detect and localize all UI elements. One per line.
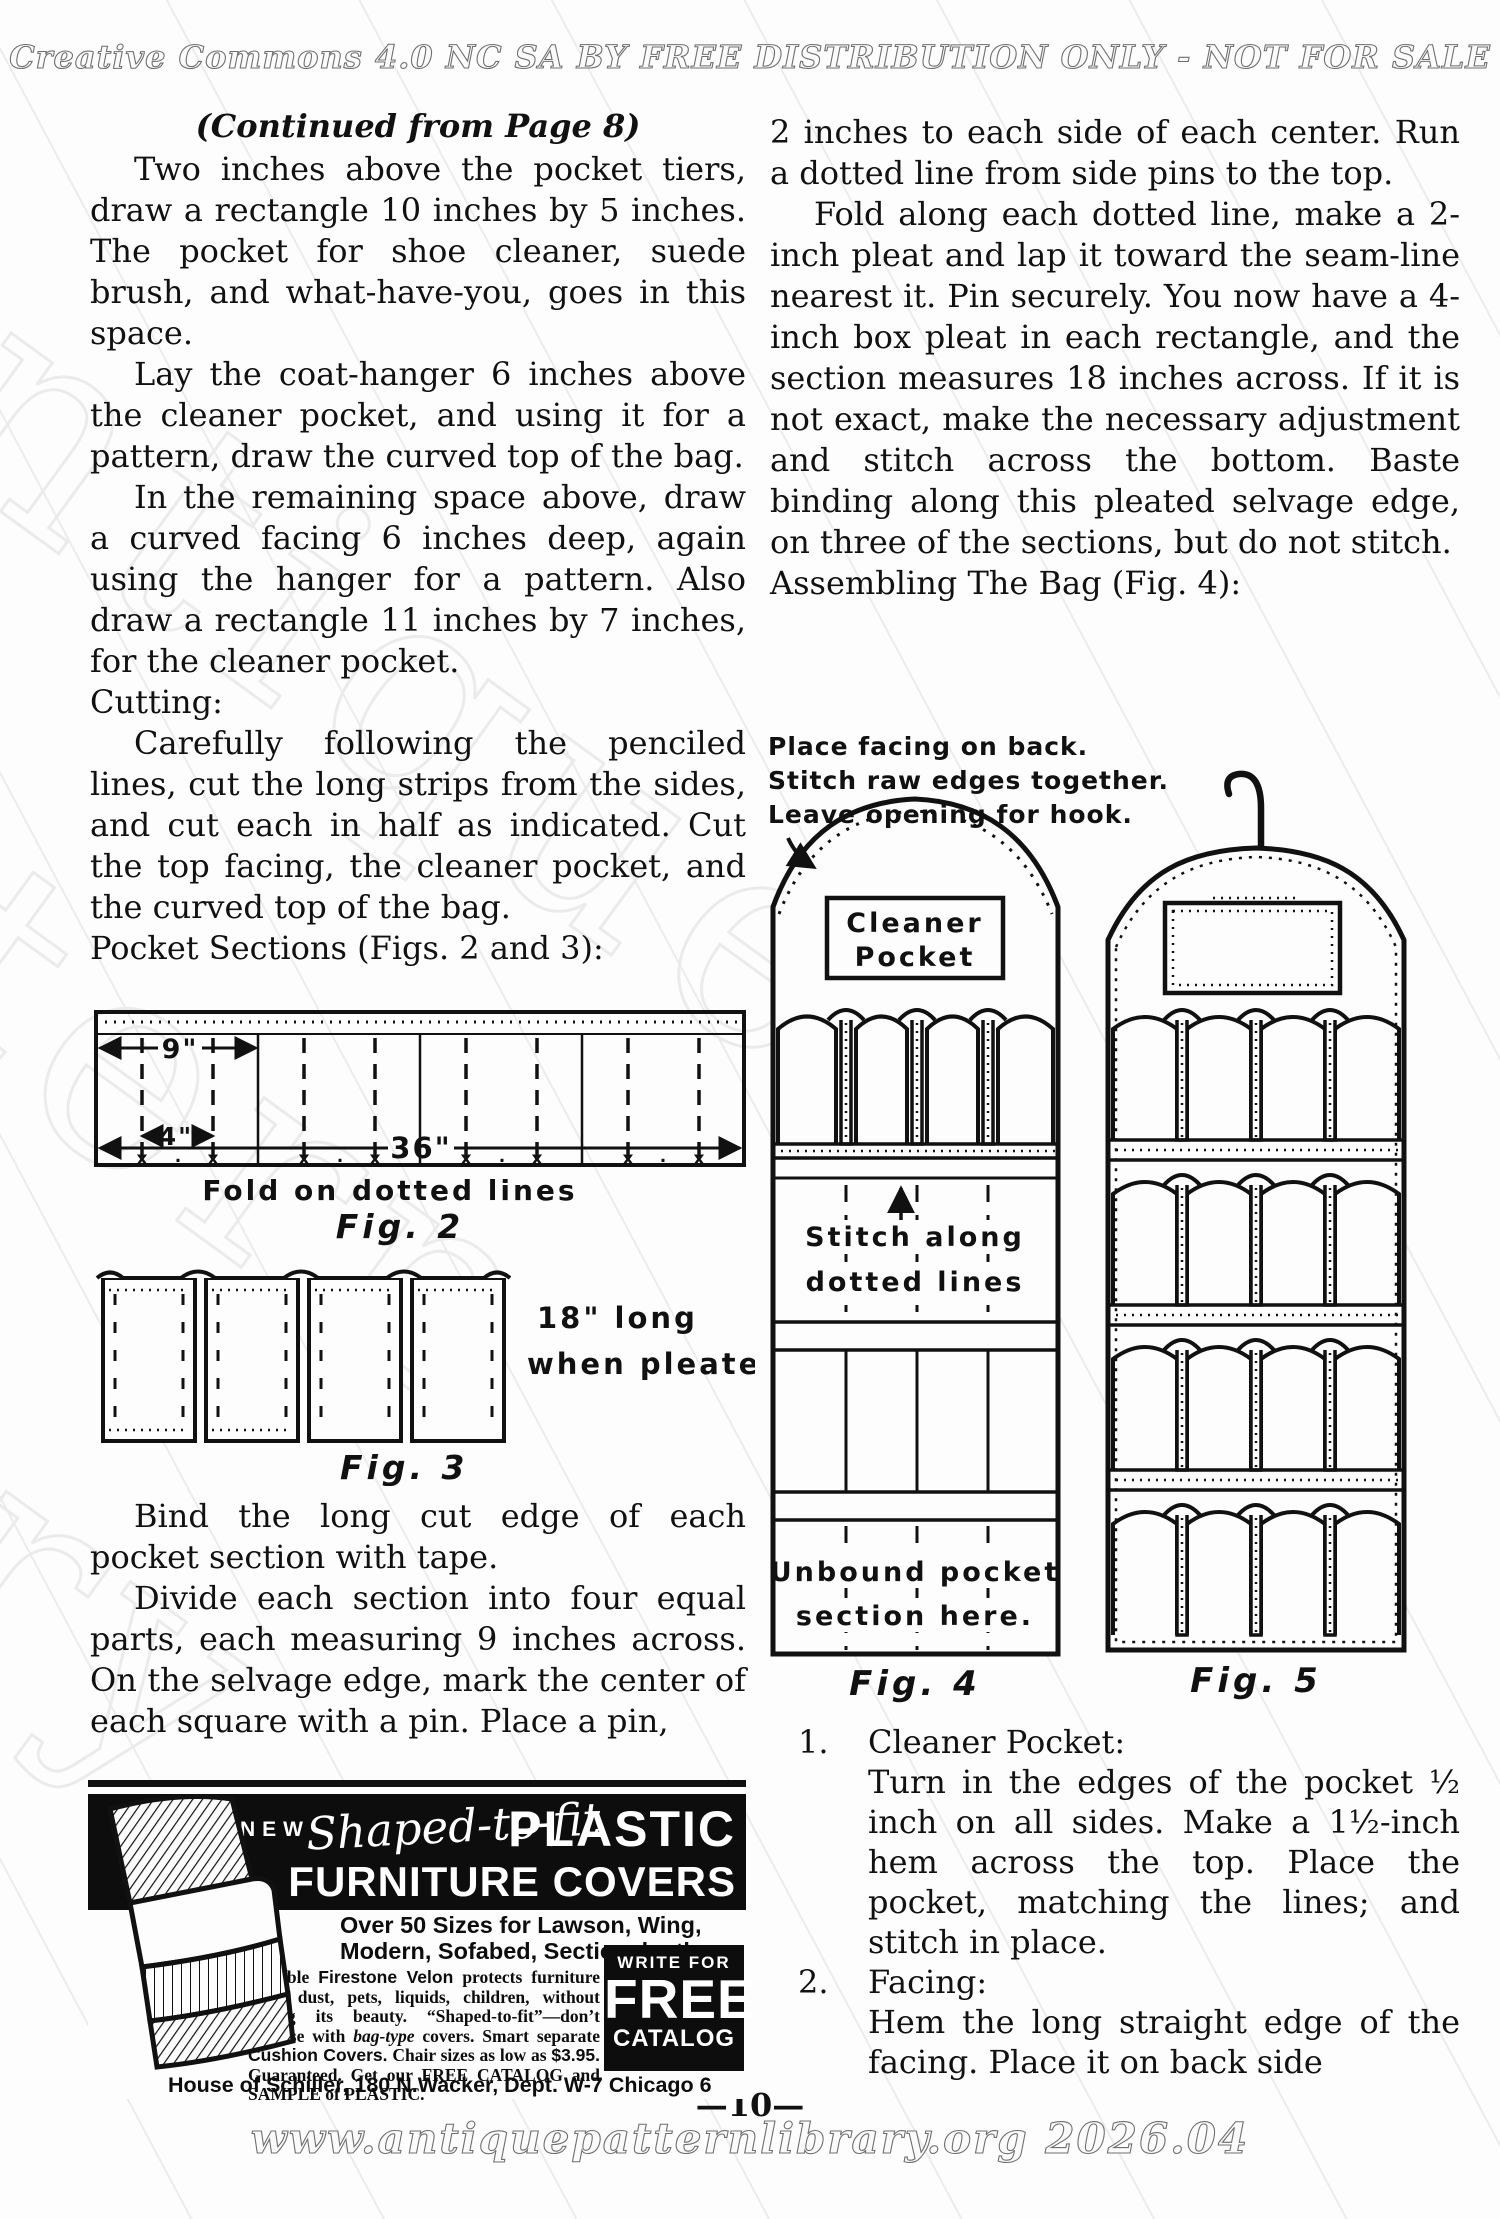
svg-text:x: x bbox=[299, 1149, 310, 1169]
list-item: 1. Cleaner Pocket: Turn in the edges of … bbox=[770, 1722, 1460, 1962]
fig2-note: Fold on dotted lines bbox=[202, 1174, 577, 1207]
fig3-caption: Fig. 3 bbox=[340, 1448, 468, 1486]
fig4-pocket-label-line2: Pocket bbox=[855, 942, 976, 973]
cutting-heading: Cutting: bbox=[90, 683, 223, 721]
paragraph: Lay the coat-hanger 6 inches above the c… bbox=[90, 355, 746, 475]
fig4-stitch-line2: dotted lines bbox=[806, 1267, 1025, 1298]
left-column-lower: Bind the long cut edge of each pocket se… bbox=[90, 1496, 746, 1742]
left-column: (Continued from Page 8) Two inches above… bbox=[90, 106, 746, 969]
fig2-dim-9: 9" bbox=[162, 1034, 199, 1065]
ad-body-seg: bag-type bbox=[353, 2025, 415, 2046]
svg-text:x: x bbox=[532, 1149, 543, 1169]
ad-body-seg: Chair sizes as low as bbox=[387, 2045, 552, 2065]
paragraph: Fold along each dotted line, make a 2-in… bbox=[770, 195, 1460, 561]
catalog-label: CATALOG bbox=[612, 2025, 736, 2052]
paragraph: Bind the long cut edge of each pocket se… bbox=[90, 1497, 746, 1576]
fig3-note-line2: when pleated. bbox=[527, 1347, 755, 1381]
fig3-diagram: 18" long when pleated. Fig. 3 bbox=[95, 1269, 796, 1487]
fig2-dim-36: 36" bbox=[390, 1131, 451, 1165]
assembly-steps: 1. Cleaner Pocket: Turn in the edges of … bbox=[770, 1722, 1460, 2082]
furniture-covers-ad: NEW Shaped-to-fit PLASTIC FURNITURE COVE… bbox=[88, 1780, 755, 2104]
ad-headline-line2: FURNITURE COVERS bbox=[288, 1858, 736, 1905]
fig4-annotation-line2: Stitch raw edges together. bbox=[768, 766, 1170, 795]
svg-text:x: x bbox=[137, 1149, 148, 1169]
svg-text:.: . bbox=[660, 1147, 666, 1167]
footer-site: www.antiquepatternlibrary.org 2026.04 bbox=[250, 2113, 1250, 2163]
step-body: Hem the long straight edge of the facing… bbox=[868, 2003, 1460, 2081]
fig4-diagram: Cleaner Pocket bbox=[770, 796, 1061, 1704]
free-catalog-badge: WRITE FOR FREE CATALOG bbox=[604, 1945, 755, 2071]
list-item: 2. Facing: Hem the long straight edge of… bbox=[770, 1962, 1460, 2082]
fig4-annotation-line1: Place facing on back. bbox=[768, 732, 1089, 761]
fig4-caption: Fig. 4 bbox=[849, 1664, 981, 1704]
armchair-illustration bbox=[107, 1794, 296, 2070]
figure-3: 18" long when pleated. Fig. 3 bbox=[95, 1266, 796, 1490]
paragraph: Carefully following the penciled lines, … bbox=[90, 724, 746, 926]
ad-plastic-headline: PLASTIC bbox=[508, 1801, 736, 1857]
paragraph: Two inches above the pocket tiers, draw … bbox=[90, 150, 746, 352]
svg-text:x: x bbox=[208, 1149, 219, 1169]
ad-body-seg: covers. Smart separate bbox=[414, 2025, 600, 2046]
annotation-arrow-icon bbox=[785, 837, 817, 869]
step-body: Turn in the edges of the pocket ½ inch o… bbox=[868, 1763, 1460, 1961]
fig5-caption: Fig. 5 bbox=[1190, 1661, 1322, 1701]
fig4-pocket-label-line1: Cleaner bbox=[846, 908, 983, 939]
step-title: Facing: bbox=[868, 1963, 988, 2001]
assembling-heading: Assembling The Bag (Fig. 4): bbox=[770, 564, 1242, 602]
fig3-note-line1: 18" long bbox=[537, 1301, 698, 1335]
fig4-unbound-line1: Unbound pocket bbox=[770, 1557, 1060, 1588]
step-number: 2. bbox=[798, 1963, 829, 2001]
svg-text:x: x bbox=[623, 1149, 634, 1169]
right-column: 2 inches to each side of each center. Ru… bbox=[770, 112, 1460, 604]
paragraph: Divide each section into four equal part… bbox=[90, 1579, 746, 1740]
fig4-stitch-line1: Stitch along bbox=[805, 1222, 1025, 1253]
svg-text:x: x bbox=[694, 1149, 705, 1169]
figure-4: Cleaner Pocket bbox=[770, 792, 1070, 1711]
fig2-caption: Fig. 2 bbox=[336, 1207, 464, 1246]
fig4-unbound-line2: section here. bbox=[796, 1601, 1034, 1632]
paragraph: In the remaining space above, draw a cur… bbox=[90, 478, 746, 680]
svg-text:.: . bbox=[499, 1147, 505, 1167]
svg-text:x: x bbox=[370, 1149, 381, 1169]
free-label: FREE bbox=[604, 1968, 755, 2030]
continued-from-note: (Continued from Page 8) bbox=[195, 107, 641, 145]
paragraph: 2 inches to each side of each center. Ru… bbox=[770, 113, 1460, 192]
fig4-annotation: Place facing on back. Stitch raw edges t… bbox=[768, 730, 1169, 832]
ad-body-seg: Firestone Velon bbox=[318, 1967, 454, 1987]
svg-text:.: . bbox=[175, 1147, 181, 1167]
svg-text:.: . bbox=[337, 1147, 343, 1167]
figure-5: Fig. 5 bbox=[1095, 758, 1415, 1707]
svg-text:x: x bbox=[461, 1149, 472, 1169]
fig4-annotation-line3: Leave opening for hook. bbox=[768, 800, 1133, 829]
ad-body-seg: $3.95. bbox=[551, 2045, 600, 2065]
ad-bold-line1: Over 50 Sizes for Lawson, Wing, bbox=[340, 1912, 702, 1938]
step-title: Cleaner Pocket: bbox=[868, 1723, 1126, 1761]
fig5-diagram: Fig. 5 bbox=[1105, 770, 1407, 1701]
pocket-sections-heading: Pocket Sections (Figs. 2 and 3): bbox=[90, 929, 604, 967]
license-header: Creative Commons 4.0 NC SA BY FREE DISTR… bbox=[9, 37, 1491, 76]
step-number: 1. bbox=[798, 1723, 829, 1761]
